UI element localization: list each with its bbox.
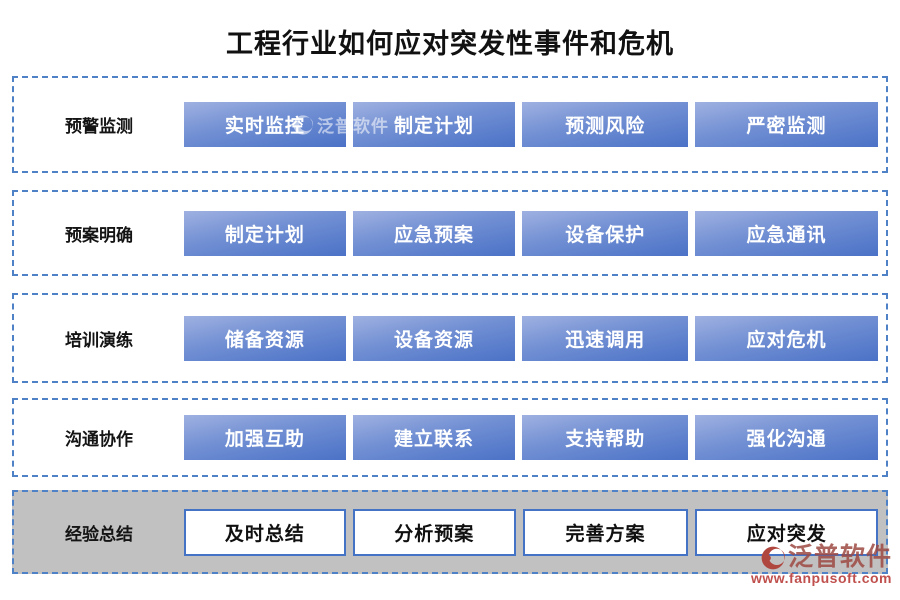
step-button[interactable]: 加强互助 xyxy=(184,415,346,460)
step-button[interactable]: 制定计划 xyxy=(352,102,516,147)
fanpu-watermark: 泛普软件 www.fanpusoft.com xyxy=(751,544,892,587)
row-buttons: 储备资源 设备资源 迅速调用 应对危机 xyxy=(184,315,886,361)
row-label: 沟通协作 xyxy=(65,430,133,449)
step-button[interactable]: 设备资源 xyxy=(352,315,516,361)
row-label: 经验总结 xyxy=(65,524,133,544)
step-button[interactable]: 应急通讯 xyxy=(695,210,878,256)
step-button[interactable]: 预测风险 xyxy=(522,102,689,147)
process-row-training-drills: 培训演练 储备资源 设备资源 迅速调用 应对危机 xyxy=(12,293,888,383)
step-button[interactable]: 及时总结 xyxy=(184,508,346,556)
fanpu-brand-line: 泛普软件 xyxy=(751,544,892,572)
step-button[interactable]: 设备保护 xyxy=(522,210,689,256)
page-title: 工程行业如何应对突发性事件和危机 xyxy=(226,29,674,59)
step-button[interactable]: 应急预案 xyxy=(352,210,516,256)
step-button[interactable]: 建立联系 xyxy=(352,415,516,460)
row-buttons: 加强互助 建立联系 支持帮助 强化沟通 xyxy=(184,415,886,460)
fanpu-brand-text: 泛普软件 xyxy=(787,544,892,572)
step-button[interactable]: 强化沟通 xyxy=(695,415,878,460)
step-button[interactable]: 严密监测 xyxy=(695,102,878,147)
row-label: 预警监测 xyxy=(65,117,133,136)
row-buttons: 及时总结 分析预案 完善方案 应对突发 xyxy=(184,508,886,556)
step-button[interactable]: 储备资源 xyxy=(184,315,346,361)
step-button[interactable]: 迅速调用 xyxy=(522,315,689,361)
process-row-experience-summary: 经验总结 及时总结 分析预案 完善方案 应对突发 xyxy=(12,490,888,574)
row-buttons: 制定计划 应急预案 设备保护 应急通讯 xyxy=(184,210,886,256)
process-row-clear-plans: 预案明确 制定计划 应急预案 设备保护 应急通讯 xyxy=(12,190,888,276)
row-label: 预案明确 xyxy=(65,225,133,245)
step-button[interactable]: 实时监控 xyxy=(184,102,346,147)
row-buttons: 实时监控 制定计划 预测风险 严密监测 泛普软件 xyxy=(184,102,886,147)
row-label: 培训演练 xyxy=(65,330,133,350)
fanpu-logo-icon xyxy=(761,546,785,570)
step-button[interactable]: 支持帮助 xyxy=(522,415,689,460)
fanpu-url-text: www.fanpusoft.com xyxy=(751,570,892,587)
step-button[interactable]: 制定计划 xyxy=(184,210,346,256)
process-row-warning-monitoring: 预警监测 实时监控 制定计划 预测风险 严密监测 泛普软件 xyxy=(12,76,888,173)
process-row-communication: 沟通协作 加强互助 建立联系 支持帮助 强化沟通 xyxy=(12,398,888,477)
step-button[interactable]: 完善方案 xyxy=(522,508,689,556)
step-button[interactable]: 分析预案 xyxy=(352,508,516,556)
step-button[interactable]: 应对突发 xyxy=(695,508,878,556)
step-button[interactable]: 应对危机 xyxy=(695,315,878,361)
